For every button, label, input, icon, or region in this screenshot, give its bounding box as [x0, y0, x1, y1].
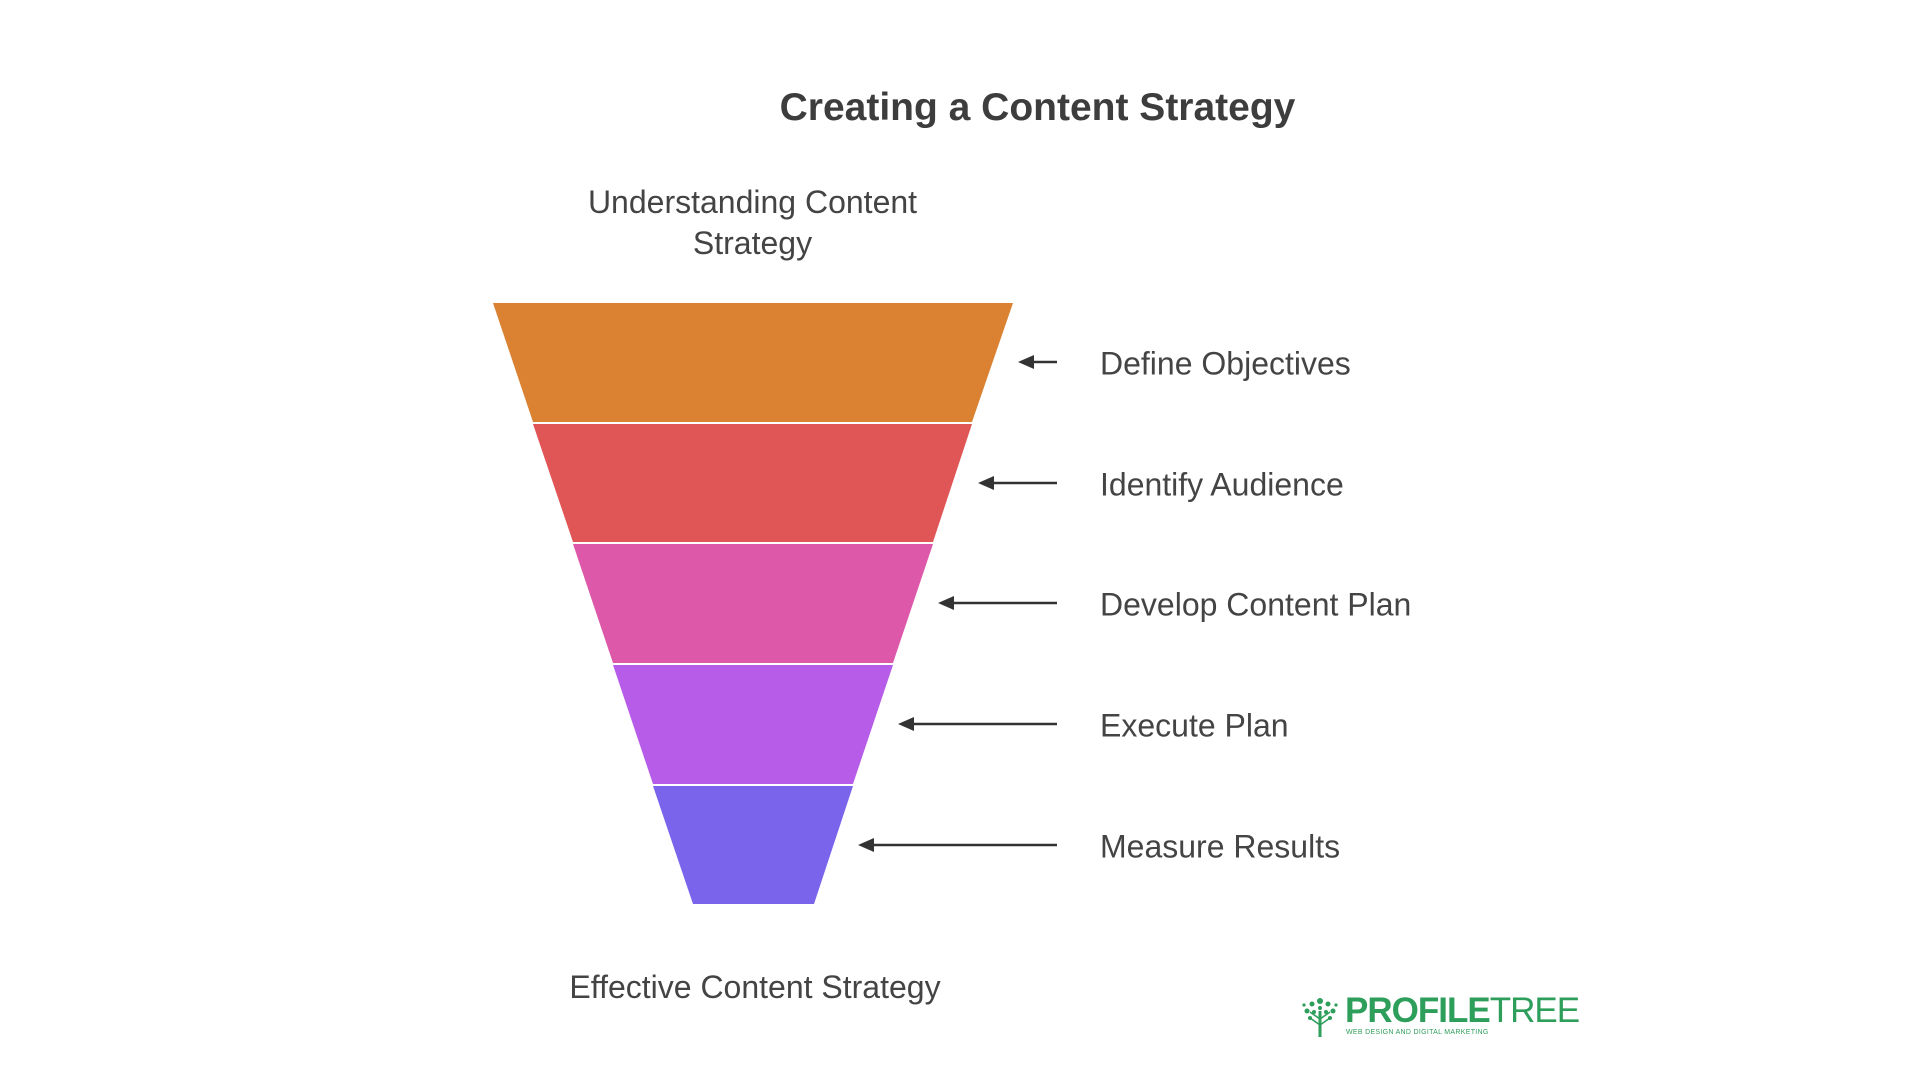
stage-label-execute-plan: Execute Plan: [1100, 707, 1289, 744]
funnel-segment-execute-plan: [613, 665, 893, 784]
funnel-top-label: Understanding Content Strategy: [587, 184, 918, 261]
logo-name-thin: TREE: [1489, 991, 1580, 1030]
stage-label-identify-audience: Identify Audience: [1100, 466, 1344, 503]
arrow-measure-results: [858, 838, 1057, 852]
logo-tagline: WEB DESIGN AND DIGITAL MARKETING: [1346, 1029, 1489, 1036]
funnel-segment-develop-content-plan: [573, 544, 933, 663]
tree-icon: [1302, 998, 1338, 1037]
logo-wordmark: PROFILETREE: [1345, 991, 1580, 1031]
funnel-segment-define-objectives: [493, 303, 1013, 422]
stage-label-define-objectives: Define Objectives: [1100, 345, 1351, 382]
logo-name-bold: PROFILE: [1345, 991, 1491, 1030]
funnel-segment-identify-audience: [533, 424, 972, 542]
profiletree-logo: PROFILETREE WEB DESIGN AND DIGITAL MARKE…: [1300, 991, 1580, 1041]
arrow-execute-plan: [898, 717, 1057, 731]
funnel-bottom-label: Effective Content Strategy: [569, 969, 941, 1005]
stage-label-measure-results: Measure Results: [1100, 828, 1341, 865]
stage-label-develop-content-plan: Develop Content Plan: [1100, 586, 1412, 623]
diagram-title: Creating a Content Strategy: [0, 86, 1920, 130]
arrow-identify-audience: [978, 476, 1057, 490]
funnel-segment-measure-results: [653, 786, 853, 904]
title-text: Creating a Content Strategy: [779, 86, 1296, 129]
arrow-develop-content-plan: [938, 596, 1057, 610]
arrow-define-objectives: [1018, 355, 1057, 369]
